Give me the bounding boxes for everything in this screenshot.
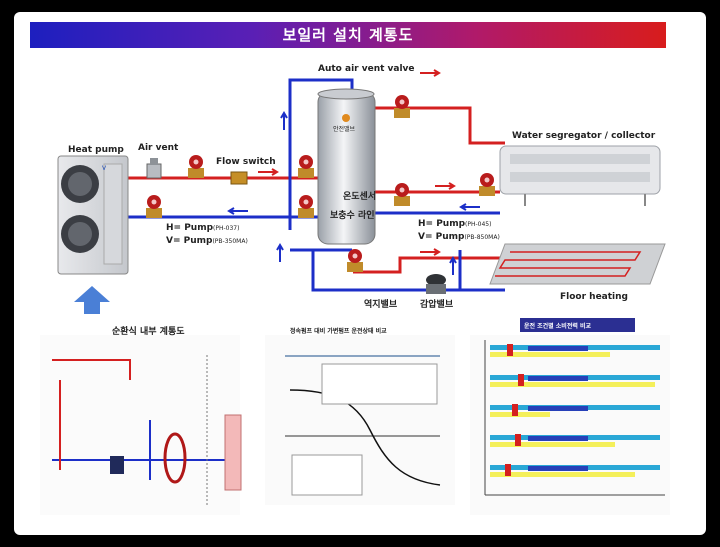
water-segregator-label: Water segregator / collector bbox=[512, 131, 656, 141]
heat-pump-unit: V bbox=[57, 155, 129, 275]
circuit-panel-title: 순환식 내부 계통도 bbox=[112, 327, 185, 337]
bar-panel-header: 운전 조건별 소비전력 비교 bbox=[524, 323, 591, 330]
circuit-diagram-panel bbox=[40, 335, 242, 515]
pump-right-h-label: H= Pump(PH-045) bbox=[418, 219, 492, 229]
tank-makeup-line-label: 보충수 라인 bbox=[330, 211, 375, 221]
hot-water-tank bbox=[317, 88, 376, 245]
comparison-panel-title: 정속펌프 대비 가변펌프 운전상태 비교 bbox=[290, 328, 387, 335]
floor-heating-icon bbox=[489, 243, 666, 285]
up-arrow-icon bbox=[74, 286, 110, 314]
tank-temp-sensor-label: 온도센서 bbox=[343, 192, 377, 202]
check-valve-label: 역지밸브 bbox=[364, 300, 398, 310]
gate-valve-icons bbox=[146, 95, 495, 272]
svg-text:V: V bbox=[102, 165, 107, 172]
page-title: 보일러 설치 계통도 bbox=[30, 22, 666, 48]
flow-switch-icon bbox=[230, 171, 248, 185]
bar-comparison-panel bbox=[470, 318, 670, 515]
pump-left-v-label: V= Pump(PB-350MA) bbox=[166, 236, 248, 246]
heat-pump-label: Heat pump bbox=[68, 145, 124, 155]
auto-air-vent-valve-label: Auto air vent valve bbox=[318, 64, 415, 74]
hot-pipes bbox=[128, 106, 505, 274]
pressure-reducing-valve-label: 감압밸브 bbox=[420, 300, 454, 310]
pump-right-v-label: V= Pump(PB-850MA) bbox=[418, 232, 500, 242]
pump-comparison-panel bbox=[265, 335, 455, 505]
floor-heating-label: Floor heating bbox=[560, 292, 628, 302]
air-vent-label: Air vent bbox=[138, 143, 179, 153]
air-vent-icon bbox=[146, 158, 162, 179]
flow-switch-label: Flow switch bbox=[216, 157, 276, 167]
water-segregator-collector bbox=[499, 145, 661, 206]
pump-left-h-label: H= Pump(PH-037) bbox=[166, 223, 240, 233]
flow-arrows bbox=[227, 69, 480, 275]
tank-safety-valve-label: 안전밸브 bbox=[333, 126, 356, 133]
pressure-reducing-valve-icon bbox=[426, 274, 446, 294]
